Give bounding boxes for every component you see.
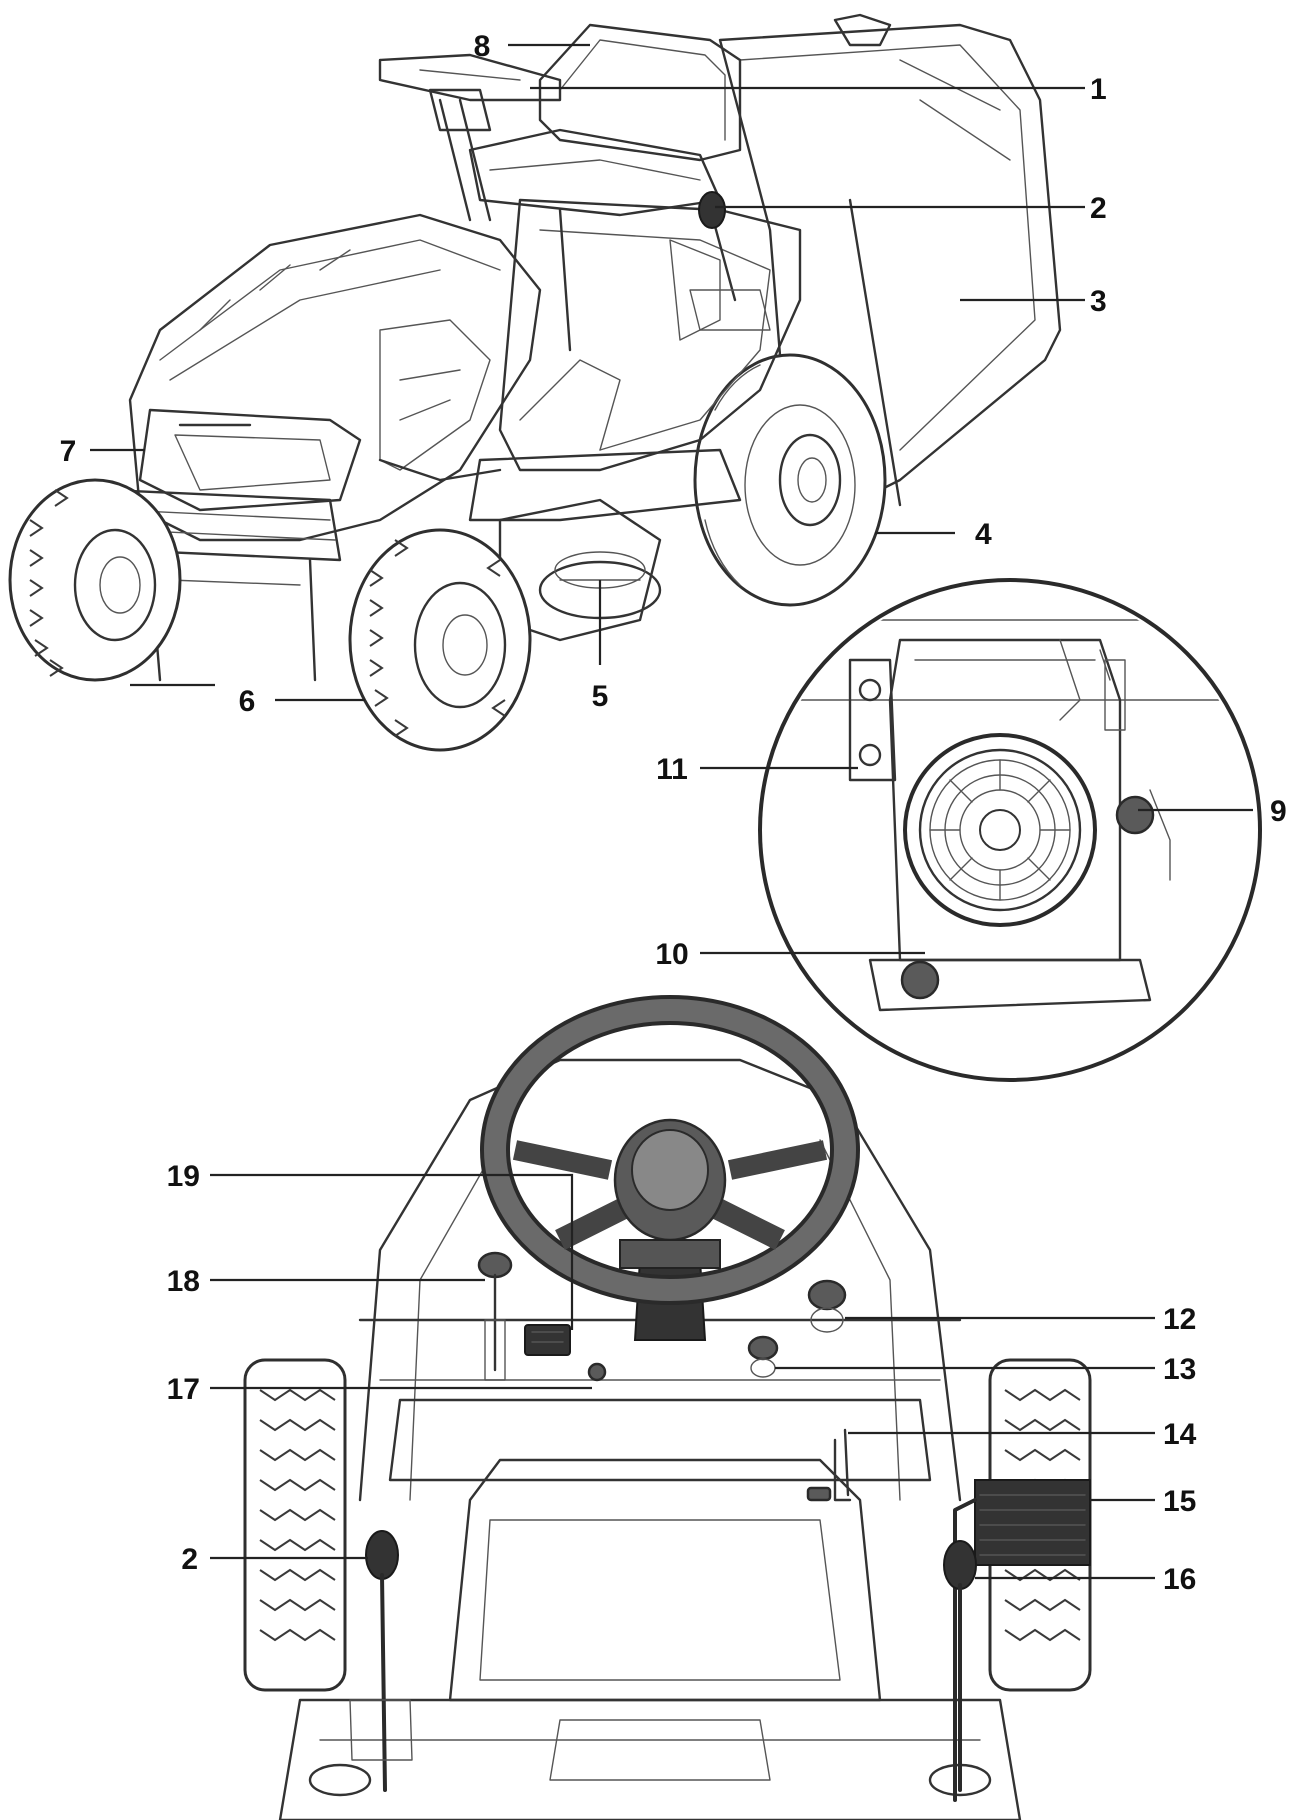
indicator-light [587,1362,607,1382]
callout-12: 12 [1163,1303,1196,1336]
key-socket [807,1279,847,1333]
callout-3: 3 [1090,285,1107,318]
hood [128,213,542,542]
tractor-side-view [8,13,1062,752]
callout-labels: 1 2 3 4 5 6 7 8 9 10 11 12 13 14 15 16 1… [60,30,1287,1596]
steering-wheel [480,995,860,1305]
deck-lift-lever [943,1540,977,1792]
fan-grille [929,759,1071,901]
callout-6: 6 [239,685,256,718]
rear-tire-left [243,1358,347,1692]
front-bumper [108,488,342,682]
callout-8: 8 [474,30,491,63]
front-wheel-left [8,478,182,682]
callout-2-bottom: 2 [181,1543,198,1576]
callout-18: 18 [167,1265,200,1298]
callout-10: 10 [655,938,688,971]
drive-lever-bottom [349,1530,413,1792]
engine-detail-view [758,578,1262,1082]
front-wheel-right [348,528,532,752]
operator-view [243,995,1092,1820]
callout-11: 11 [656,753,688,786]
callout-19: 19 [167,1160,200,1193]
rear-wheel [693,353,887,607]
steering-column [378,53,562,222]
callout-14: 14 [1163,1418,1197,1451]
callout-9: 9 [1270,795,1287,828]
ignition-switch-panel [524,1324,571,1356]
deck-lift-spring [953,1479,1091,1802]
callout-17: 17 [167,1373,200,1406]
callout-15: 15 [1163,1485,1196,1518]
callout-5: 5 [592,680,609,713]
drive-lever [689,191,771,331]
callout-7: 7 [60,435,77,468]
callout-13: 13 [1163,1353,1196,1386]
leader-lines [90,43,1253,1580]
leader-19 [210,1173,574,1330]
parking-brake-lever [806,1428,852,1502]
callout-4: 4 [975,518,992,551]
throttle-knob [477,1251,513,1381]
cutting-height-knob [747,1335,779,1378]
callout-16: 16 [1163,1563,1196,1596]
seat [468,23,742,217]
callout-2: 2 [1090,192,1107,225]
callout-1: 1 [1090,73,1107,106]
